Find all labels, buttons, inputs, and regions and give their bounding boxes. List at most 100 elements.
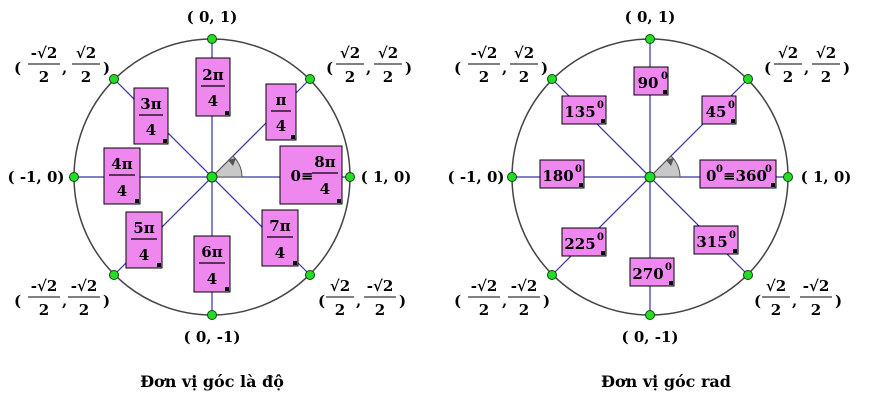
svg-text:0≡: 0≡ <box>290 167 313 185</box>
svg-text:4: 4 <box>276 117 286 135</box>
left-point-315 <box>305 270 315 280</box>
left-coord-bottom-left: ( -√2 2 , -√2 2 ) <box>14 277 110 319</box>
svg-text:2: 2 <box>383 68 393 86</box>
left-label-270: 6π 4 <box>193 235 231 293</box>
left-coord-top: ( 0, 1) <box>187 8 238 26</box>
svg-text:,: , <box>62 292 67 310</box>
right-coord-left: ( -1, 0) <box>448 168 505 186</box>
left-coord-top-right: ( √2 2 , √2 2 ) <box>326 44 412 86</box>
left-label-0: 0≡ 8π 4 <box>279 145 343 205</box>
svg-text:45: 45 <box>706 103 727 121</box>
svg-text:-√2: -√2 <box>71 277 98 295</box>
svg-text:(: ( <box>454 59 461 77</box>
svg-text:,: , <box>62 59 67 77</box>
left-unit-circle: ( 0, 1) ( 0, -1) ( -1, 0) ( 1, 0) ( -√2 … <box>8 8 413 346</box>
left-label-90: 2π 4 <box>195 57 231 117</box>
right-point-225 <box>547 270 557 280</box>
right-point-left <box>507 172 517 182</box>
svg-text:4: 4 <box>275 244 285 262</box>
left-point-45 <box>305 74 315 84</box>
right-caption: Đơn vị góc rad <box>601 372 731 391</box>
right-coord-top-left: ( -√2 2 , √2 2 ) <box>454 44 548 86</box>
svg-text:√2: √2 <box>330 277 350 295</box>
left-point-top <box>207 34 217 44</box>
svg-text:0: 0 <box>597 100 604 111</box>
svg-text:0: 0 <box>765 164 772 175</box>
right-angle-arrow-icon <box>666 158 674 166</box>
left-coord-top-left: ( -√2 2 , √2 2 ) <box>14 44 110 86</box>
svg-text:2: 2 <box>39 301 49 319</box>
svg-text:2: 2 <box>81 68 91 86</box>
svg-text:2: 2 <box>771 301 781 319</box>
left-angle-arrow-icon <box>228 158 236 166</box>
left-point-bottom <box>207 310 217 320</box>
svg-text:0: 0 <box>597 232 604 243</box>
svg-text:-√2: -√2 <box>367 277 394 295</box>
right-coord-top: ( 0, 1) <box>625 8 676 26</box>
svg-text:√2: √2 <box>766 277 786 295</box>
right-origin-point <box>644 171 656 183</box>
svg-text:): ) <box>103 59 110 77</box>
svg-text:(: ( <box>14 59 21 77</box>
svg-text:0: 0 <box>729 230 736 241</box>
svg-text:): ) <box>835 292 842 310</box>
left-origin-point <box>206 171 218 183</box>
right-label-270: 270 0 <box>629 257 675 287</box>
right-point-bottom <box>645 310 655 320</box>
svg-text:5π: 5π <box>133 219 154 237</box>
right-point-315 <box>743 270 753 280</box>
left-label-45: π 4 <box>265 83 297 141</box>
svg-text:): ) <box>541 59 548 77</box>
svg-text:4: 4 <box>117 182 127 200</box>
svg-text:√2: √2 <box>514 44 534 62</box>
left-coord-right: ( 1, 0) <box>361 168 412 186</box>
svg-text:): ) <box>103 292 110 310</box>
right-coord-top-right: ( √2 2 , √2 2 ) <box>764 44 850 86</box>
svg-text:270: 270 <box>632 265 663 283</box>
svg-text:√2: √2 <box>378 44 398 62</box>
svg-text:-√2: -√2 <box>31 44 58 62</box>
left-label-135: 3π 4 <box>133 87 169 145</box>
right-label-180: 180 0 <box>539 159 585 189</box>
svg-text:2: 2 <box>479 301 489 319</box>
left-point-right <box>345 172 355 182</box>
right-label-135: 135 0 <box>561 95 607 125</box>
svg-text:2: 2 <box>345 68 355 86</box>
left-point-135 <box>109 74 119 84</box>
left-coord-bottom: ( 0, -1) <box>184 328 241 346</box>
svg-text:6π: 6π <box>201 243 222 261</box>
svg-text:(: ( <box>14 292 21 310</box>
right-coord-bottom: ( 0, -1) <box>622 328 679 346</box>
svg-text:2: 2 <box>821 68 831 86</box>
svg-text:2: 2 <box>519 301 529 319</box>
svg-text:2π: 2π <box>202 66 223 84</box>
svg-text:√2: √2 <box>778 44 798 62</box>
left-point-225 <box>109 270 119 280</box>
svg-text:2: 2 <box>39 68 49 86</box>
svg-text:0: 0 <box>575 164 582 175</box>
left-caption: Đơn vị góc là độ <box>140 372 284 391</box>
svg-text:(: ( <box>326 59 333 77</box>
svg-text:225: 225 <box>564 235 595 253</box>
svg-text:315: 315 <box>696 233 727 251</box>
svg-text:): ) <box>843 59 850 77</box>
right-coord-bottom-right: ( √2 2 , -√2 2 ) <box>754 277 842 319</box>
svg-text:(: ( <box>754 292 761 310</box>
svg-text:3π: 3π <box>140 95 161 113</box>
svg-text:2: 2 <box>783 68 793 86</box>
svg-text:√2: √2 <box>76 44 96 62</box>
svg-text:0: 0 <box>665 262 672 273</box>
svg-text:(: ( <box>764 59 771 77</box>
left-label-315: 7π 4 <box>261 209 299 267</box>
left-point-left <box>69 172 79 182</box>
svg-text:π: π <box>276 91 287 109</box>
svg-text:): ) <box>543 292 550 310</box>
left-label-225: 5π 4 <box>125 211 163 269</box>
svg-text:4: 4 <box>139 246 149 264</box>
right-point-45 <box>743 74 753 84</box>
svg-text:2: 2 <box>479 68 489 86</box>
svg-text:2: 2 <box>519 68 529 86</box>
svg-text:135: 135 <box>564 103 595 121</box>
right-label-45: 45 0 <box>701 95 737 125</box>
svg-text:0: 0 <box>716 164 723 175</box>
